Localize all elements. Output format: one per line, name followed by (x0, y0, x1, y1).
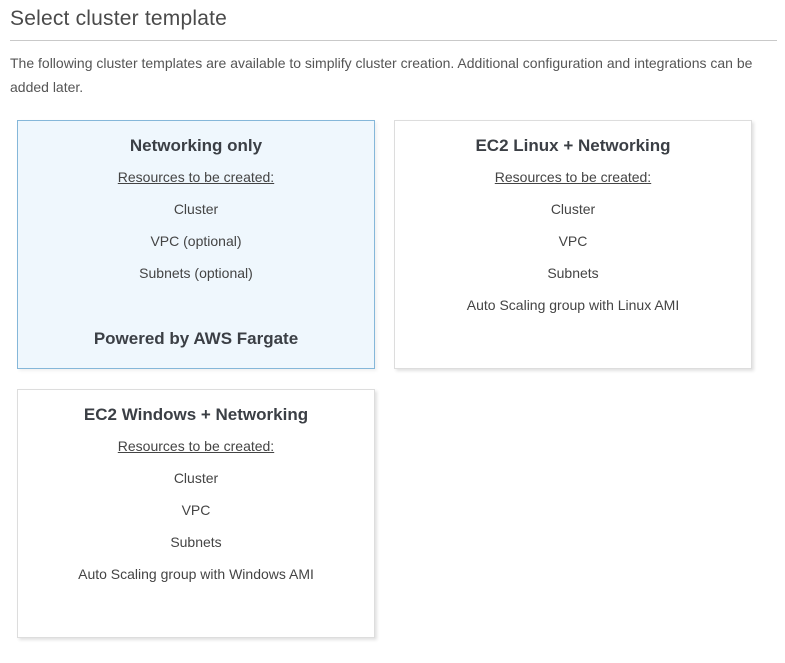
page-title: Select cluster template (10, 7, 228, 30)
resource-item: VPC (181, 502, 211, 518)
resource-item: VPC (558, 233, 588, 249)
template-card-ec2-windows-networking[interactable]: EC2 Windows + Networking Resources to be… (17, 389, 375, 638)
page-description: The following cluster templates are avai… (10, 55, 753, 95)
title-divider (10, 40, 777, 41)
resource-item: Subnets (547, 265, 599, 281)
resource-item: Auto Scaling group with Windows AMI (78, 566, 314, 582)
card-title: Networking only (129, 136, 263, 155)
resource-item: Cluster (173, 201, 219, 217)
fargate-footer-label: Powered by AWS Fargate (93, 329, 299, 348)
card-title: EC2 Linux + Networking (475, 136, 671, 155)
card-title: EC2 Windows + Networking (83, 405, 309, 424)
cluster-template-cards: Networking only Resources to be created:… (17, 120, 753, 638)
resource-item: Subnets (170, 534, 222, 550)
resource-item: Cluster (173, 470, 219, 486)
resources-label: Resources to be created: (117, 438, 275, 454)
template-card-ec2-linux-networking[interactable]: EC2 Linux + Networking Resources to be c… (394, 120, 752, 369)
template-card-networking-only[interactable]: Networking only Resources to be created:… (17, 120, 375, 369)
resources-label: Resources to be created: (117, 169, 275, 185)
resources-label: Resources to be created: (494, 169, 652, 185)
resource-item: Auto Scaling group with Linux AMI (466, 297, 680, 313)
resource-item: VPC (optional) (150, 233, 242, 249)
resource-item: Subnets (optional) (139, 265, 253, 281)
resource-item: Cluster (550, 201, 596, 217)
